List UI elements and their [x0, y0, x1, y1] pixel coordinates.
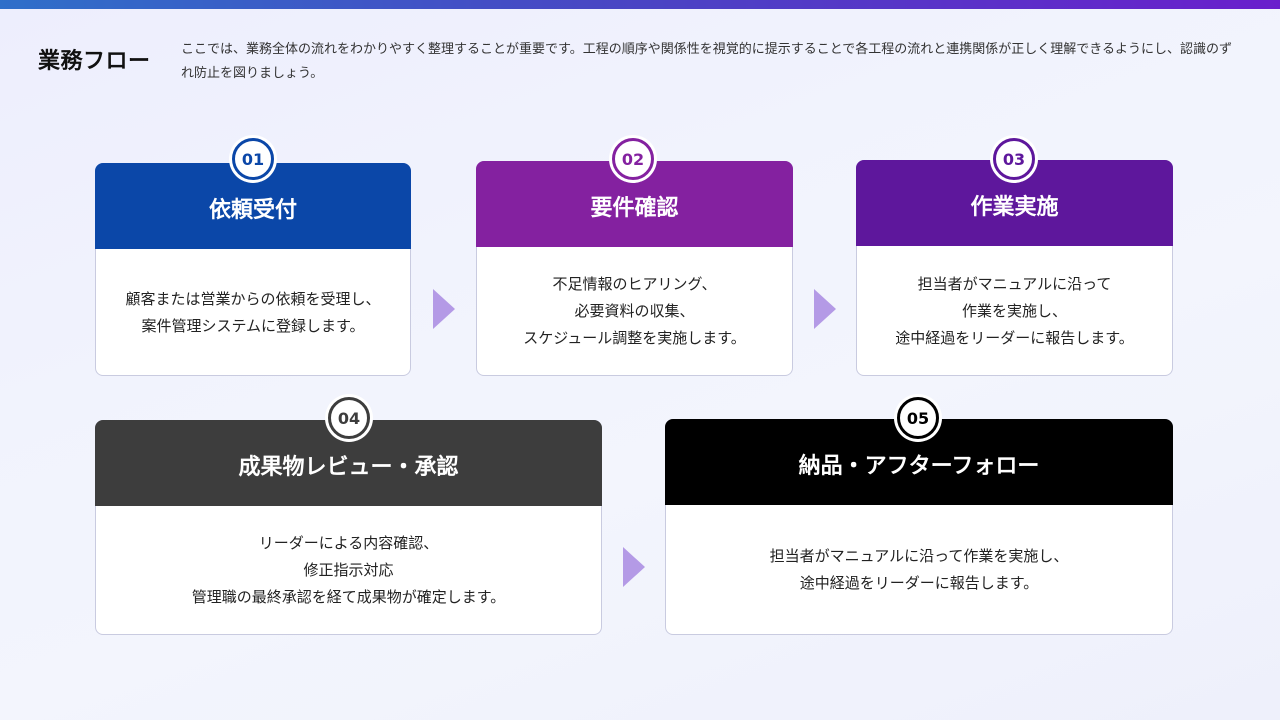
flow-arrow [433, 289, 455, 329]
step-number-badge: 04 [328, 397, 370, 439]
step-description-line: 途中経過をリーダーに報告します。 [799, 574, 1039, 592]
step-header: 要件確認 [476, 161, 793, 247]
step-description: 不足情報のヒアリング、 必要資料の収集、 スケジュール調整を実施します。 [477, 248, 792, 375]
step-description: 担当者がマニュアルに沿って 作業を実施し、 途中経過をリーダーに報告します。 [857, 247, 1172, 375]
step-description-line: 担当者がマニュアルに沿って [917, 274, 1112, 293]
step-description: 担当者がマニュアルに沿って作業を実施し、 途中経過をリーダーに報告します。 [666, 506, 1172, 634]
step-description-line: 不足情報のヒアリング、 [552, 275, 717, 293]
step-description-line: 途中経過をリーダーに報告します。 [895, 328, 1134, 347]
page-title: 業務フロー [38, 49, 151, 74]
step-number-badge: 02 [612, 138, 654, 180]
step-number-badge: 05 [897, 397, 939, 439]
step-card-02: 要件確認 不足情報のヒアリング、 必要資料の収集、 スケジュール調整を実施します… [476, 161, 793, 376]
step-description: 顧客または営業からの依頼を受理し、 案件管理システムに登録します。 [96, 250, 410, 375]
step-header: 成果物レビュー・承認 [95, 420, 602, 506]
step-card-03: 作業実施 担当者がマニュアルに沿って 作業を実施し、 途中経過をリーダーに報告し… [856, 160, 1173, 376]
step-description-line: 作業を実施し、 [961, 301, 1067, 320]
step-card-04: 成果物レビュー・承認 リーダーによる内容確認、 修正指示対応 管理職の最終承認を… [95, 420, 602, 635]
step-description-line: 管理職の最終承認を経て成果物が確定します。 [191, 588, 506, 606]
step-number-badge: 01 [232, 138, 274, 180]
step-description-line: スケジュール調整を実施します。 [523, 329, 746, 347]
step-description-line: リーダーによる内容確認、 [258, 534, 439, 552]
step-description: リーダーによる内容確認、 修正指示対応 管理職の最終承認を経て成果物が確定します… [96, 507, 601, 634]
step-description-line: 必要資料の収集、 [574, 302, 695, 320]
flow-arrow [814, 289, 836, 329]
top-accent-bar [0, 0, 1280, 9]
step-description-line: 顧客または営業からの依頼を受理し、 [125, 289, 381, 308]
page-description: ここでは、業務全体の流れをわかりやすく整理することが重要です。工程の順序や関係性… [181, 42, 1233, 81]
step-description-line: 担当者がマニュアルに沿って作業を実施し、 [769, 547, 1069, 565]
step-description-line: 修正指示対応 [303, 561, 394, 579]
step-description-line: 案件管理システムに登録します。 [141, 316, 365, 335]
step-number-badge: 03 [993, 138, 1035, 180]
flow-arrow [623, 547, 645, 587]
step-card-01: 依頼受付 顧客または営業からの依頼を受理し、 案件管理システムに登録します。 [95, 163, 411, 376]
step-card-05: 納品・アフターフォロー 担当者がマニュアルに沿って作業を実施し、 途中経過をリー… [665, 419, 1173, 635]
